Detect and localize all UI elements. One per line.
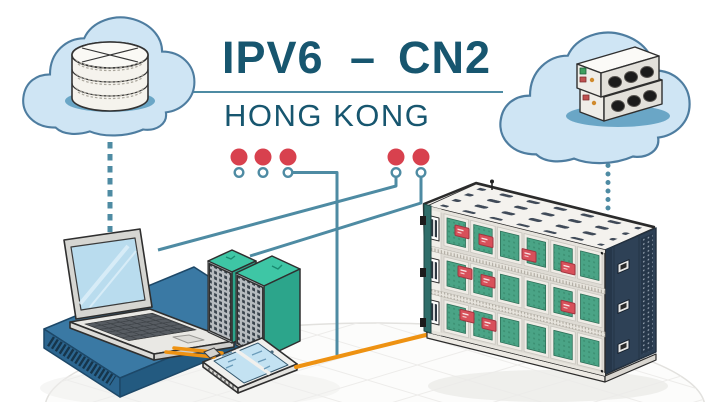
server-towers-icon [207, 249, 301, 359]
connection-line [292, 171, 339, 355]
map-pin-icon [412, 148, 430, 178]
pin-connection-lines [157, 171, 423, 355]
connection-line [249, 177, 423, 258]
title-block: IPV6 – CN2 HONG KONG [222, 32, 491, 133]
cloud-modem-node [499, 31, 691, 165]
connection-line [157, 177, 398, 252]
rack-front-panel [426, 205, 606, 377]
map-pin-icon [254, 148, 272, 178]
cloud-database-node [22, 16, 196, 137]
rack-antenna [490, 179, 494, 190]
map-pin-icon [279, 148, 297, 178]
rack-rail [426, 244, 606, 295]
map-pins [230, 148, 430, 178]
platform-vent-grille [47, 336, 116, 386]
phone-screen [213, 342, 289, 384]
laptop-touchpad [172, 334, 205, 344]
page-title-left: IPV6 [222, 32, 324, 83]
page-title-separator: – [350, 32, 376, 83]
rack-side-panel [604, 227, 657, 375]
rack-edge-strip [423, 203, 432, 334]
rack-shadow [428, 370, 668, 402]
usb-cable [164, 350, 216, 359]
database-icon [65, 41, 155, 112]
page-subtitle: HONG KONG [224, 98, 430, 133]
server-rack-icon [420, 179, 657, 383]
laptop-keyboard [84, 312, 197, 341]
modem-stack-icon [566, 46, 670, 127]
page-title-right: CN2 [398, 32, 491, 83]
cable-connector [203, 347, 221, 359]
server-tower [235, 255, 301, 359]
map-pin-icon [387, 148, 405, 178]
phone-connector-pins [208, 368, 234, 389]
smartphone-icon [202, 337, 298, 394]
map-pin-icon [230, 148, 248, 178]
phone-screen-doodles [221, 350, 271, 370]
usb-cable [294, 332, 432, 369]
phone-camera-dot [270, 350, 274, 354]
